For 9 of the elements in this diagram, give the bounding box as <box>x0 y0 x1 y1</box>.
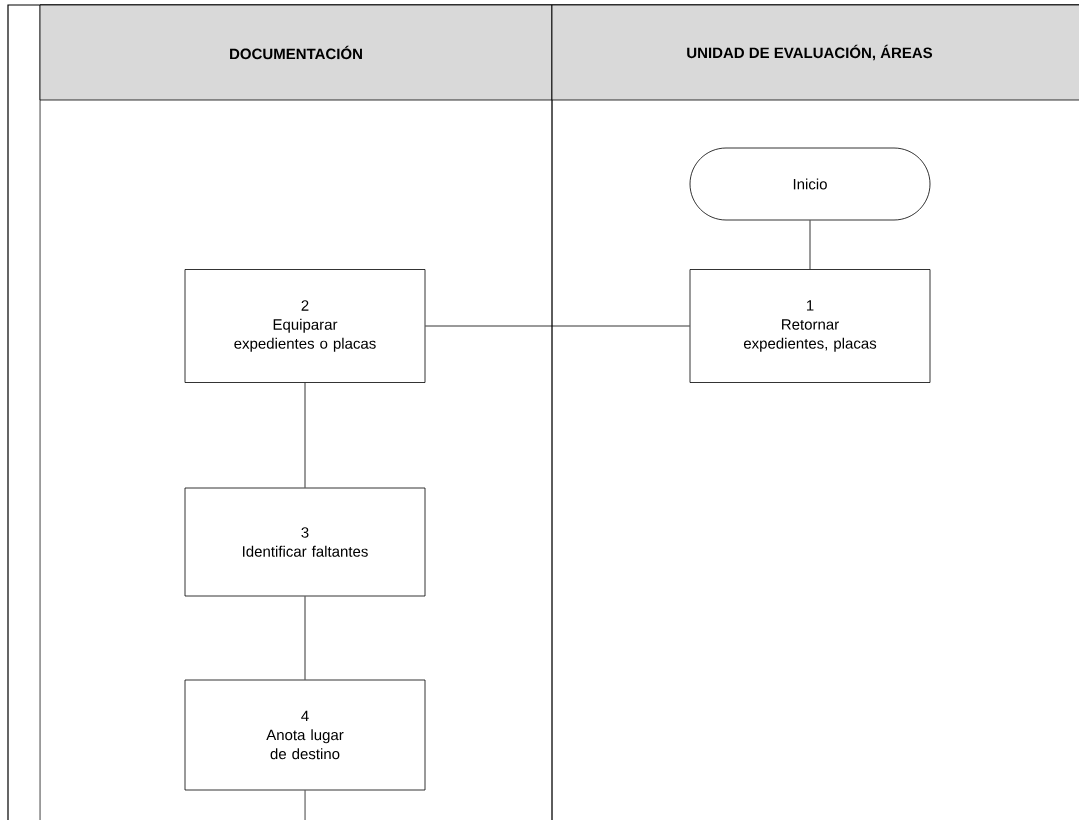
connector-line <box>304 596 306 680</box>
connector-line <box>304 790 306 820</box>
process-box: 3 Identificar faltantes <box>184 487 426 597</box>
process-box: 1 Retornar expedientes, placas <box>689 269 931 383</box>
connector-line <box>304 382 306 488</box>
process-box: 2 Equiparar expedientes o placas <box>184 269 426 383</box>
connector-line <box>809 220 811 270</box>
process-box: 4 Anota lugar de destino <box>184 679 426 791</box>
connector-line <box>425 325 690 327</box>
